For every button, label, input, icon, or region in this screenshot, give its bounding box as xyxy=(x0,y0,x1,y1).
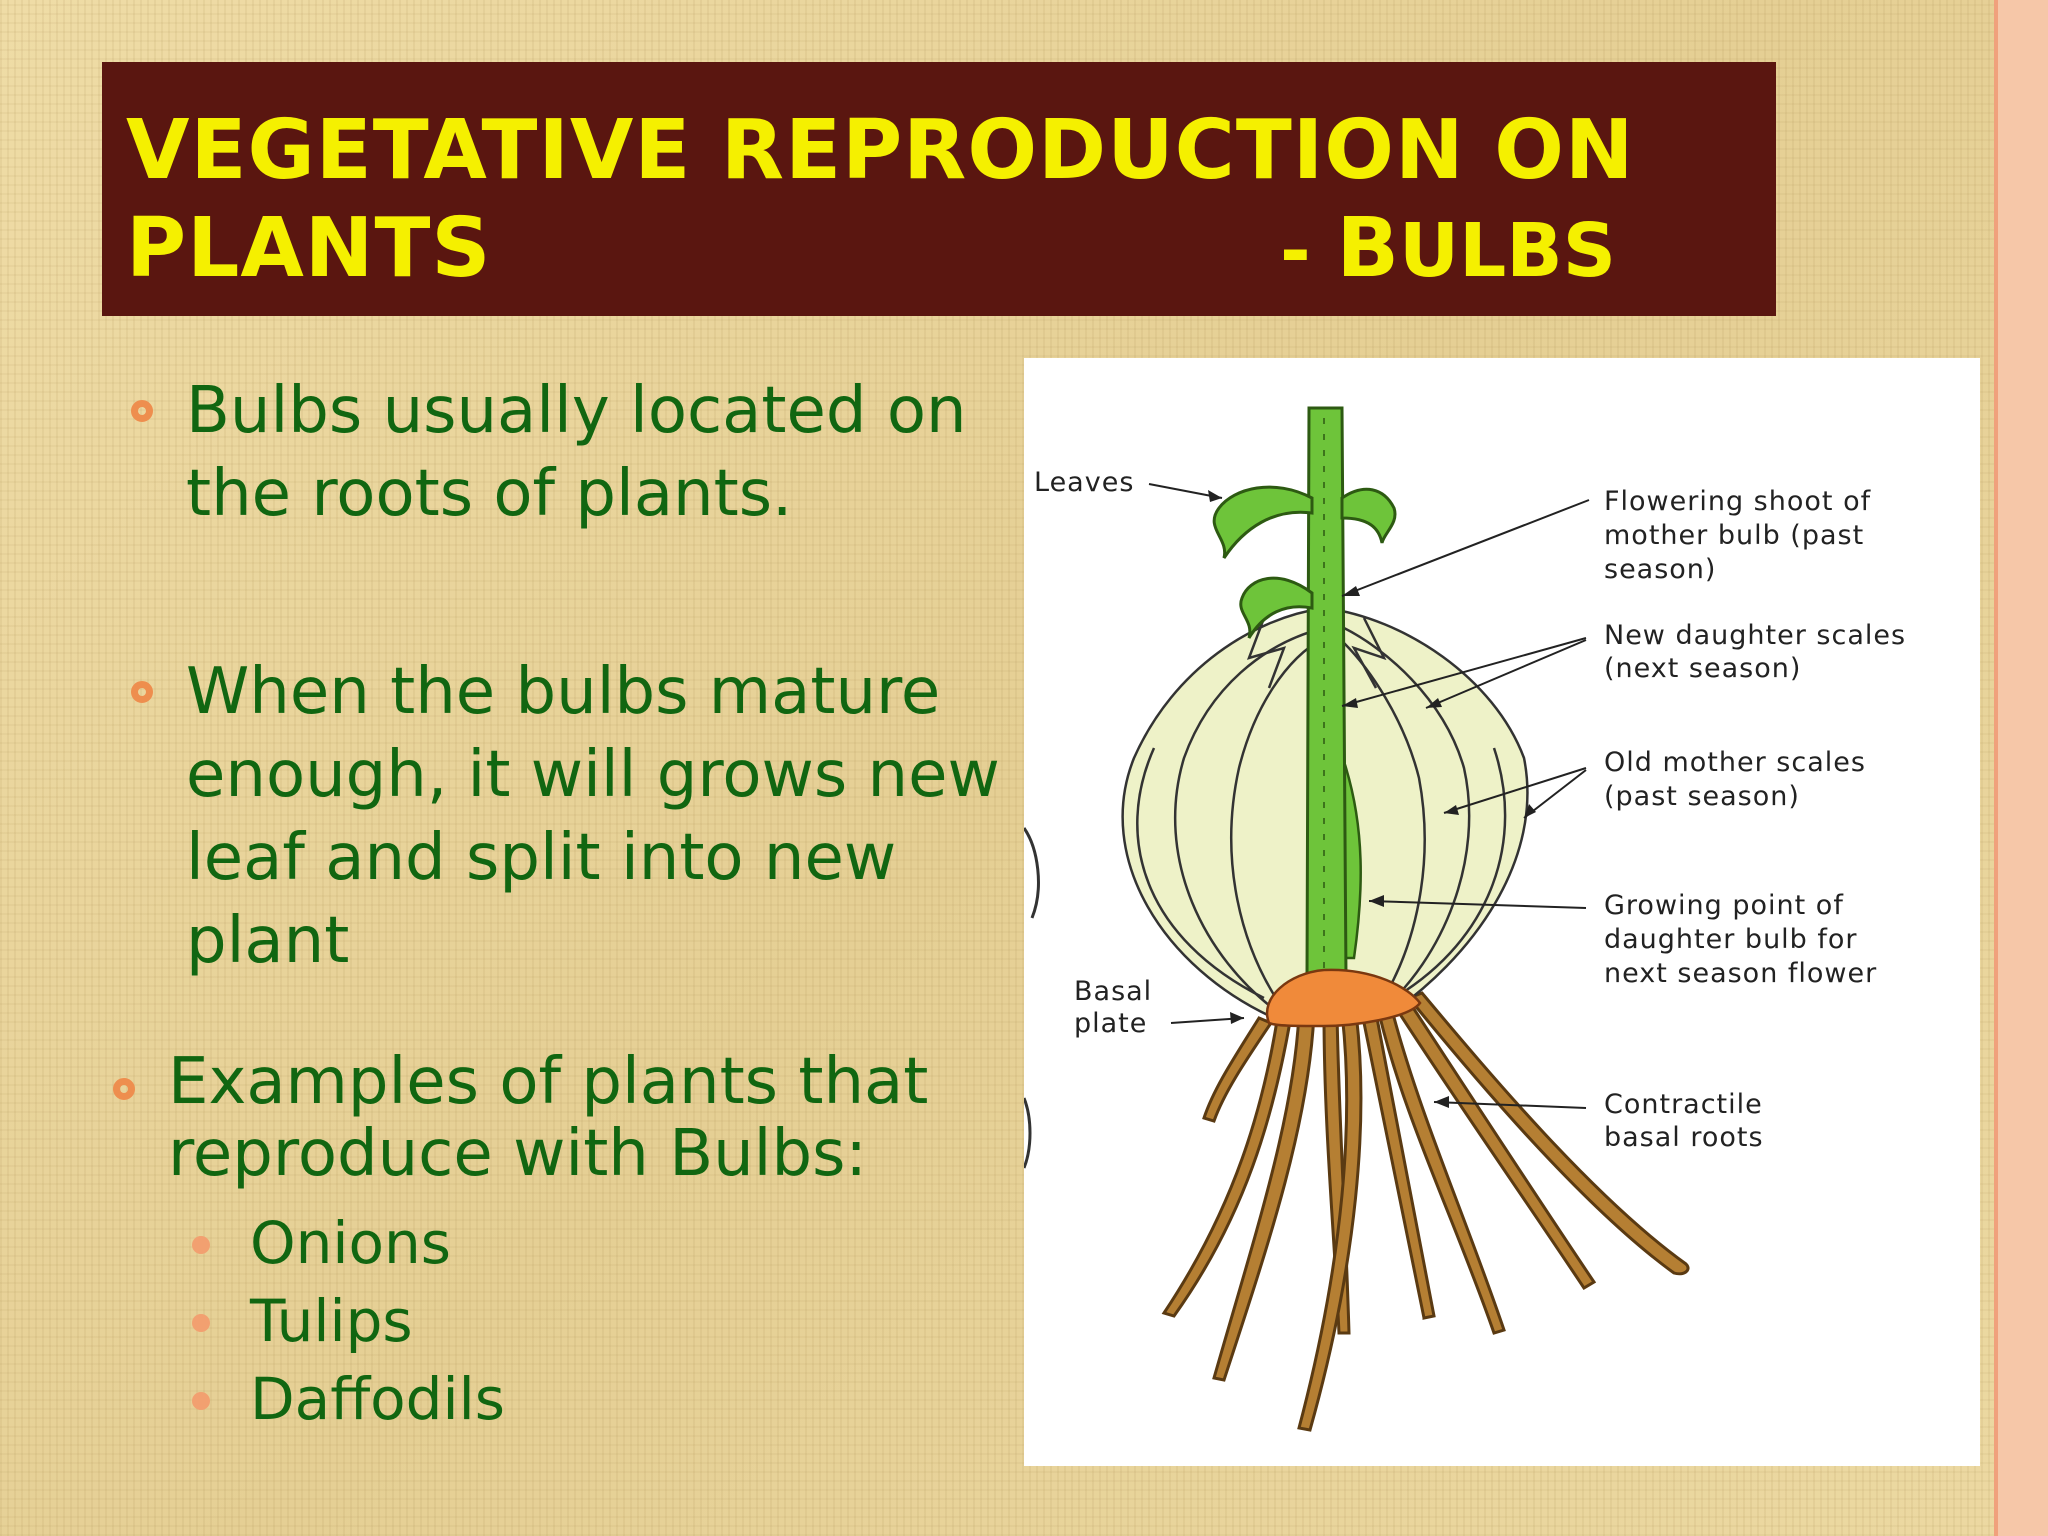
label-flowering-2: mother bulb (past xyxy=(1604,520,1864,551)
example-daffodils: Daffodils xyxy=(250,1365,505,1433)
label-growing-1: Growing point of xyxy=(1604,890,1844,921)
label-leaves: Leaves xyxy=(1034,467,1134,498)
bullet-3-line-2: reproduce with Bulbs: xyxy=(168,1117,867,1191)
title-subtitle: - BULBS xyxy=(1280,200,1616,300)
flowering-stem xyxy=(1305,406,1348,980)
label-old-2: (past season) xyxy=(1604,781,1800,812)
title-line-1: VEGETATIVE REPRODUCTION ON xyxy=(126,103,1635,198)
bullet-1-line-2: the roots of plants. xyxy=(186,457,793,531)
bullet-2-line-4: plant xyxy=(186,904,350,978)
bullet-2-line-3: leaf and split into new xyxy=(186,821,897,895)
bulb-diagram-svg: Leaves Flowering shoot of mother bulb (p… xyxy=(1024,406,1906,1432)
sub-bullet-dot-icon xyxy=(192,1392,210,1410)
bullet-2-line-1: When the bulbs mature xyxy=(186,655,941,729)
label-daughter-2: (next season) xyxy=(1604,653,1801,684)
side-accent-line xyxy=(1994,0,1998,1536)
label-flowering-3: season) xyxy=(1604,554,1716,585)
bullet-3-text: Examples of plants that reproduce with B… xyxy=(168,1046,928,1190)
bullet-1-line-1: Bulbs usually located on xyxy=(186,374,967,448)
leader-arrowheads xyxy=(1208,490,1536,1108)
example-tulips: Tulips xyxy=(250,1287,413,1355)
subtitle-cap: B xyxy=(1336,201,1400,296)
basal-plate xyxy=(1265,968,1422,1028)
bullet-ring-icon xyxy=(113,1078,135,1100)
contractile-roots xyxy=(1161,991,1690,1432)
label-roots-1: Contractile xyxy=(1604,1089,1763,1120)
label-basal-2: plate xyxy=(1074,1008,1147,1039)
sub-bullet-dot-icon xyxy=(192,1236,210,1254)
sub-bullet-dot-icon xyxy=(192,1314,210,1332)
bullet-3-line-1: Examples of plants that xyxy=(168,1045,929,1119)
label-flowering-1: Flowering shoot of xyxy=(1604,486,1872,517)
label-growing-2: daughter bulb for xyxy=(1604,924,1858,955)
bullet-2-text: When the bulbs mature enough, it will gr… xyxy=(186,651,1000,983)
label-growing-3: next season flower xyxy=(1604,958,1877,989)
title-line-2: PLANTS xyxy=(126,201,492,296)
example-onions: Onions xyxy=(250,1209,451,1277)
title-banner: VEGETATIVE REPRODUCTION ON PLANTS - BULB… xyxy=(102,62,1776,316)
bullet-ring-icon xyxy=(131,400,153,422)
bullet-1-text: Bulbs usually located on the roots of pl… xyxy=(186,370,967,536)
bulb-diagram: Leaves Flowering shoot of mother bulb (p… xyxy=(1024,358,1980,1466)
leaves xyxy=(1212,485,1397,639)
label-old-1: Old mother scales xyxy=(1604,747,1866,778)
label-basal-1: Basal xyxy=(1074,976,1152,1007)
bullet-2-line-2: enough, it will grows new xyxy=(186,738,1000,812)
label-daughter-1: New daughter scales xyxy=(1604,620,1906,651)
subtitle-prefix: - xyxy=(1280,208,1337,294)
side-accent-stripe xyxy=(1998,0,2048,1536)
label-roots-2: basal roots xyxy=(1604,1122,1764,1153)
bullet-ring-icon xyxy=(131,681,153,703)
subtitle-rest: ULBS xyxy=(1399,208,1616,294)
